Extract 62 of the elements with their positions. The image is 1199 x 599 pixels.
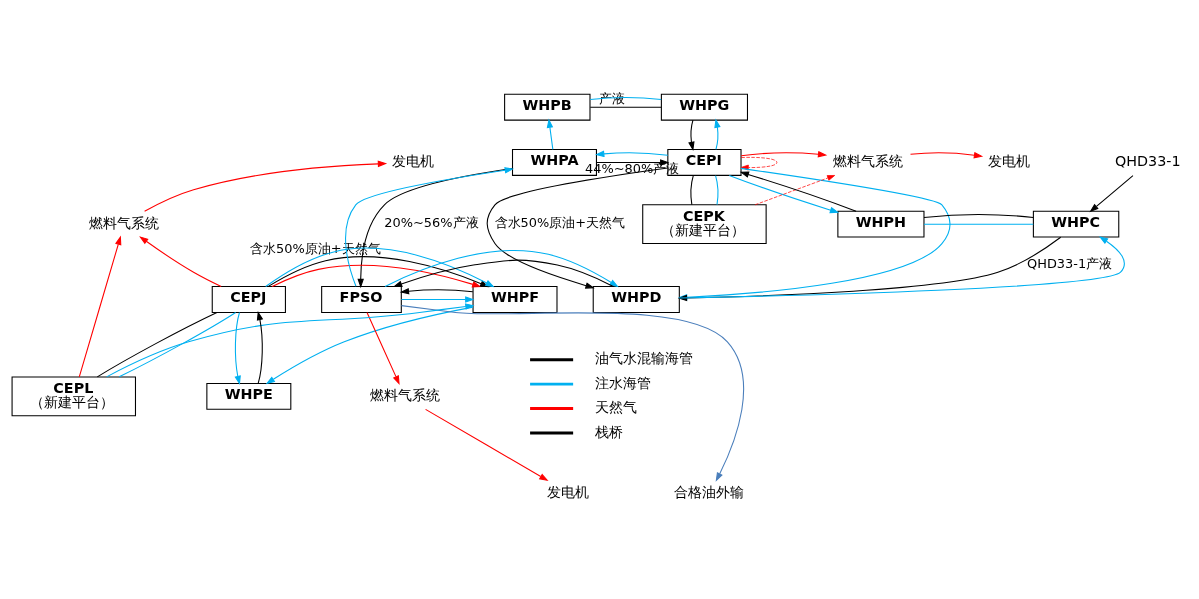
node-text: 发电机 [988, 153, 1031, 170]
legend-label: 栈桥 [594, 423, 623, 440]
arrow [400, 305, 745, 482]
arrow [265, 306, 474, 385]
node-text: 发电机 [547, 483, 590, 500]
node-box: WHPC [1032, 210, 1120, 238]
arrow [265, 247, 495, 288]
arrow [384, 249, 619, 288]
arrow [144, 160, 388, 212]
arrow [595, 150, 669, 158]
node-box: FPSO [321, 286, 402, 313]
node-box: WHPB [504, 93, 591, 121]
arrow [271, 264, 482, 288]
arrow [400, 296, 475, 303]
node-box: WHPD [592, 286, 680, 313]
node-box: WHPE [206, 382, 292, 410]
arrow [546, 118, 554, 150]
arrow [740, 157, 778, 171]
arrow [740, 150, 828, 158]
legend-label: 天然气 [594, 399, 637, 416]
node-box: WHPG [660, 93, 748, 121]
arrow [139, 236, 222, 288]
edge-label: QHD33-1产液 [1027, 256, 1113, 272]
node-text: 合格油外输 [674, 483, 745, 500]
connector [118, 311, 237, 378]
node-text: 发电机 [392, 153, 435, 170]
arrow [366, 311, 400, 385]
connector [96, 311, 218, 378]
arrow [256, 310, 264, 384]
node-box: CEPK （新建平台） [642, 204, 767, 245]
node-box: CEPL （新建平台） [11, 376, 136, 417]
arrow [234, 311, 241, 385]
legend-label: 油气水混输海管 [594, 350, 693, 367]
node-box: WHPH [837, 210, 925, 238]
edge-label: 含水50%原油+天然气 [494, 215, 626, 231]
arrow [910, 151, 984, 159]
edge-label: 20%~56%产液 [384, 215, 479, 231]
legend-label: 注水海管 [594, 374, 651, 391]
arrow [728, 174, 840, 214]
arrow [486, 167, 669, 289]
arrow [78, 235, 122, 378]
arrow [267, 256, 490, 288]
arrow [425, 408, 549, 482]
arrow [714, 118, 721, 150]
arrow [688, 119, 695, 151]
node-text: 燃料气系统 [369, 386, 440, 403]
connector [715, 175, 719, 206]
node-text: 燃料气系统 [89, 214, 159, 231]
connector [690, 175, 694, 206]
node-text: 燃料气系统 [833, 153, 904, 170]
node-box: WHPF [472, 286, 558, 313]
connector [589, 106, 662, 108]
arrow [739, 171, 857, 212]
connector [923, 223, 1034, 225]
arrow [106, 303, 475, 378]
arrow [392, 259, 614, 288]
arrow [754, 175, 836, 206]
connector [923, 213, 1034, 219]
node-box: CEPJ [211, 286, 286, 313]
node-text: QHD33-1 [1115, 153, 1181, 170]
arrow [399, 287, 474, 295]
arrow [1089, 175, 1134, 213]
